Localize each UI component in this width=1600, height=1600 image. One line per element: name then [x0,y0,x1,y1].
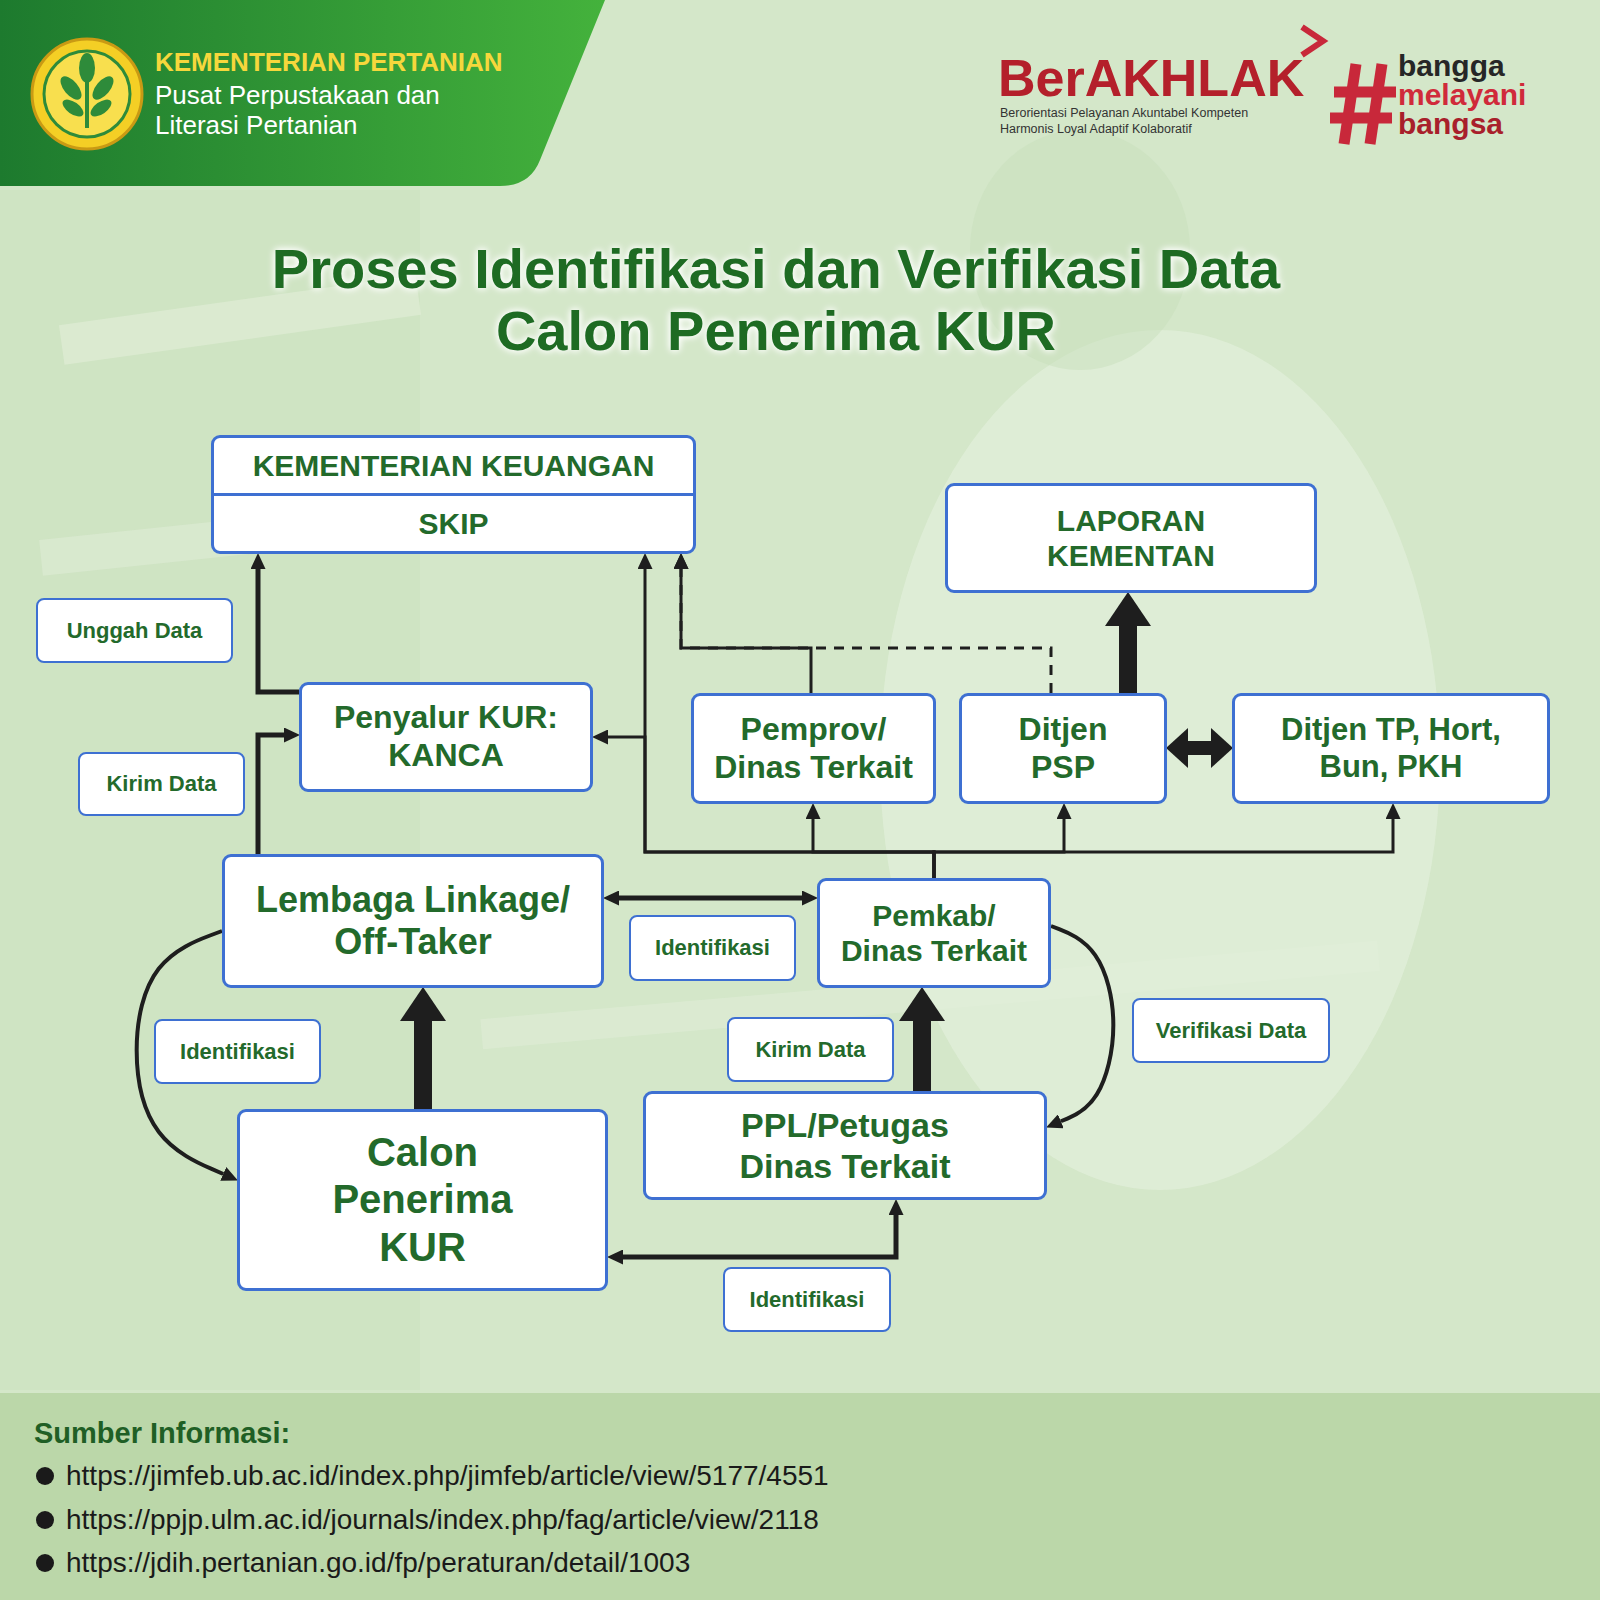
edge-label: Identifikasi [655,935,770,961]
box-text: Pemkab/ Dinas Terkait [834,898,1034,969]
process-box: Pemkab/ Dinas Terkait [817,878,1051,988]
block-arrow [913,1021,931,1091]
process-box: Penyalur KUR: KANCA [299,682,593,792]
connector [258,735,284,854]
block-arrow [1119,626,1137,693]
connector [1051,926,1113,1121]
edge-label-box: Identifikasi [723,1267,891,1332]
edge-label-box: Identifikasi [154,1019,321,1084]
brand-chevron [1302,27,1323,55]
hash-stroke [1330,113,1392,124]
process-box: LAPORAN KEMENTAN [945,483,1317,593]
edge-label-box: Identifikasi [629,915,796,981]
source-url: https://jdih.pertanian.go.id/fp/peratura… [66,1546,690,1580]
edge-label-box: Kirim Data [78,752,245,816]
hashtag-word: melayani [1398,80,1526,110]
hash-symbol [1330,64,1396,144]
hash-stroke [1370,64,1382,144]
diagram-title: Proses Identifikasi dan Verifikasi Data … [201,238,1351,362]
edge-label: Unggah Data [67,618,203,644]
header-band [0,0,605,186]
box-text: SKIP [214,493,693,551]
bullet [36,1467,54,1485]
box-text: KEMENTERIAN KEUANGAN [214,438,693,493]
hash-stroke [1344,64,1356,144]
edge-label-box: Unggah Data [36,598,233,663]
block-arrow [414,1021,432,1109]
edge-label-box: Kirim Data [727,1017,894,1082]
org-unit: Pusat Perpustakaan dan Literasi Pertania… [155,80,475,140]
process-box: Ditjen TP, Hort, Bun, PKH [1232,693,1550,804]
box-text: Lembaga Linkage/ Off-Taker [238,879,588,964]
source-band [0,1393,1600,1600]
logo-core [44,51,130,137]
logo-leaf [89,73,118,103]
source-url: https://ppjp.ulm.ac.id/journals/index.ph… [66,1503,819,1537]
process-box: Calon Penerima KUR [237,1109,608,1291]
brand-tagline: Berorientasi Pelayanan Akuntabel Kompete… [1000,106,1248,121]
process-box: Ditjen PSP [959,693,1167,804]
org-name: KEMENTERIAN PERTANIAN [155,47,503,78]
ministry-logo [32,39,142,149]
box-text: LAPORAN KEMENTAN [1021,503,1241,574]
hashtag-word: bangsa [1398,109,1503,139]
edge-label-box: Verifikasi Data [1132,998,1330,1063]
edge-label: Verifikasi Data [1156,1018,1306,1044]
box-text: Calon Penerima KUR [313,1129,533,1271]
process-box: KEMENTERIAN KEUANGANSKIP [211,435,696,554]
box-text: Penyalur KUR: KANCA [313,699,579,775]
logo-ring [32,39,142,149]
edge-label: Identifikasi [180,1039,295,1065]
connector [934,819,1393,878]
bullet [36,1511,54,1529]
connector [934,819,1064,878]
edge-label: Identifikasi [750,1287,865,1313]
connector [258,569,299,692]
brand-logotype: BerAKHLAK [998,50,1304,107]
connector [619,896,802,901]
logo-leaf [60,96,87,120]
logo-leaf [88,96,115,120]
process-box: PPL/Petugas Dinas Terkait [643,1091,1047,1200]
connector [623,1215,896,1257]
block-arrow [1188,741,1211,755]
connector [813,819,934,878]
process-box: Pemprov/ Dinas Terkait [691,693,936,804]
logo-leaf [57,73,86,103]
source-heading: Sumber Informasi: [34,1416,290,1451]
brand-tagline: Harmonis Loyal Adaptif Kolaboratif [1000,122,1192,137]
edge-label: Kirim Data [755,1037,865,1063]
process-box: Lembaga Linkage/ Off-Taker [222,854,604,988]
hash-stroke [1334,87,1396,98]
connector [681,569,811,693]
box-text: Ditjen TP, Hort, Bun, PKH [1271,712,1511,785]
bullet [36,1554,54,1572]
box-text: Ditjen PSP [993,711,1133,787]
box-text: Pemprov/ Dinas Terkait [706,711,921,787]
source-url: https://jimfeb.ub.ac.id/index.php/jimfeb… [66,1459,829,1493]
logo-leaf [79,53,95,83]
edge-label: Kirim Data [106,771,216,797]
box-text: PPL/Petugas Dinas Terkait [710,1105,980,1185]
hashtag-word: bangga [1398,51,1505,81]
